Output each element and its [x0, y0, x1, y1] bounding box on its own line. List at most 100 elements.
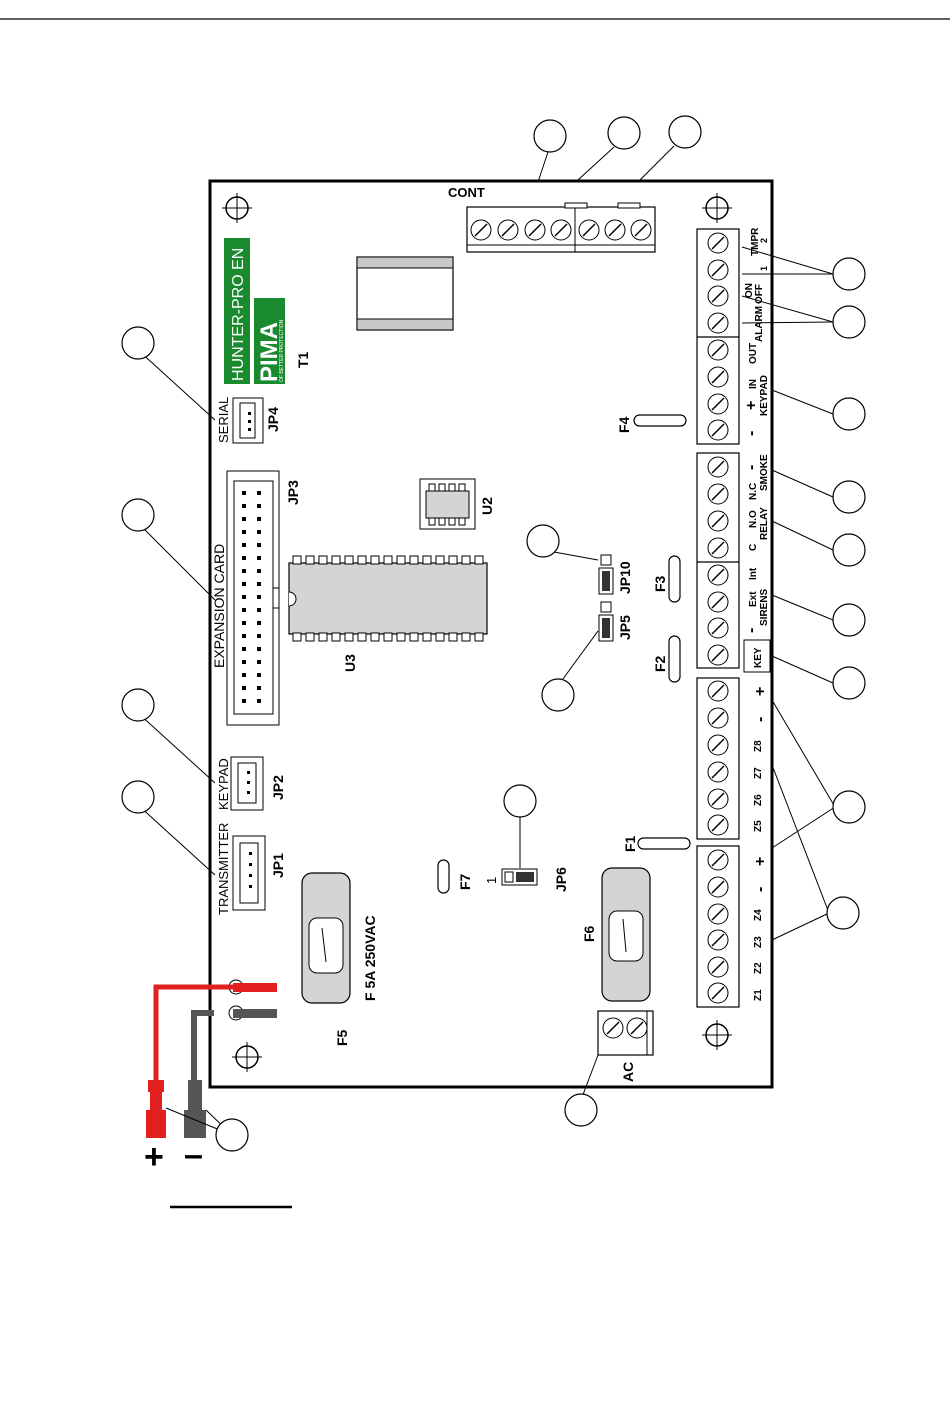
callout-circle [216, 1119, 248, 1151]
jp3-label: JP3 [285, 480, 301, 505]
cont-terminal-block [467, 203, 655, 252]
u2-label: U2 [479, 497, 495, 515]
z5-label: Z5 [753, 820, 764, 832]
z8-label: Z8 [753, 740, 764, 752]
callout-circle [122, 327, 154, 359]
relay-label: RELAY [759, 507, 770, 540]
callout-circle [608, 117, 640, 149]
fuse-f7 [438, 860, 449, 893]
ac-terminal-block [598, 1011, 653, 1055]
f7-label: F7 [457, 873, 473, 890]
f4-label: F4 [616, 416, 632, 433]
jp5-label: JP5 [617, 615, 633, 640]
zone-lower-minus-label: - [752, 887, 769, 892]
keypad-minus-label: - [743, 431, 760, 436]
callout-circle [122, 689, 154, 721]
siren-minus-label: - [743, 628, 760, 633]
c-label: C [748, 544, 759, 551]
jp3-expansion-header [227, 471, 279, 725]
t1-label: T1 [295, 351, 311, 368]
callout-circle [827, 897, 859, 929]
f5-rating-label: F 5A 250VAC [362, 915, 378, 1001]
jp10-jumper [599, 555, 613, 594]
nc-label: N.C [748, 483, 759, 500]
out-label: OUT [748, 343, 759, 364]
jp6-label: JP6 [553, 867, 569, 892]
callout-circle [833, 398, 865, 430]
callout-circle [833, 791, 865, 823]
no-label: N.O [748, 510, 759, 528]
transformer-t1 [357, 257, 453, 330]
tmpr-1-label: 1 [759, 266, 769, 271]
jp1-label: JP1 [270, 853, 286, 878]
callout-circle [565, 1094, 597, 1126]
jp5-jumper [599, 602, 613, 641]
int-label: Int [748, 567, 759, 580]
f1-label: F1 [622, 835, 638, 852]
callout-circle [833, 534, 865, 566]
brand-logo: PIMA OF BETTER PROTECTION [254, 298, 285, 384]
jp4-serial-connector [233, 398, 263, 443]
ext-label: Ext [748, 591, 759, 607]
z6-label: Z6 [753, 794, 764, 806]
f5-label: F5 [334, 1029, 350, 1046]
sirens-label: SIRENS [759, 588, 770, 626]
u3-label: U3 [342, 654, 358, 672]
z3-label: Z3 [753, 936, 764, 948]
callout-circle [122, 781, 154, 813]
f2-label: F2 [652, 655, 668, 672]
keypad-plus-label: + [743, 401, 760, 410]
jp6-jumper [502, 869, 537, 885]
in-label: IN [748, 379, 759, 389]
callout-circle [833, 481, 865, 513]
zone-upper-minus-label: - [752, 717, 769, 722]
jp1-transmitter-connector [233, 836, 265, 910]
key-label: KEY [753, 647, 764, 668]
model-label: HUNTER-PRO EN [230, 248, 247, 381]
fuse-f3 [669, 556, 680, 602]
callout-circle [504, 785, 536, 817]
f3-label: F3 [652, 575, 668, 592]
jp2-keypad-connector [231, 757, 263, 810]
z7-label: Z7 [753, 767, 764, 779]
jp2-label: JP2 [270, 775, 286, 800]
expansion-card-label: EXPANSION CARD [211, 544, 227, 668]
callout-circle [833, 258, 865, 290]
f6-label: F6 [581, 925, 597, 942]
serial-label: SERIAL [216, 397, 231, 443]
battery-plus-label: + [144, 1138, 164, 1176]
fuse-f1 [638, 838, 690, 849]
zone-upper-plus-label: + [752, 687, 769, 696]
smoke-label: SMOKE [759, 454, 770, 491]
u2-chip [420, 479, 475, 529]
jp10-label: JP10 [617, 561, 633, 594]
transmitter-label: TRANSMITTER [216, 823, 231, 915]
fuse-f5-holder [302, 873, 350, 1003]
smoke-minus-label: - [743, 465, 760, 470]
keypad-connector-label: KEYPAD [216, 758, 231, 810]
jp6-pin-label: 1 [484, 877, 499, 884]
callout-circle [833, 306, 865, 338]
callout-circle [122, 499, 154, 531]
callout-circle [833, 604, 865, 636]
cont-label: CONT [448, 185, 485, 200]
callout-circle [527, 525, 559, 557]
keypad-terminal-label: KEYPAD [759, 375, 770, 416]
battery-minus-label: – [184, 1136, 203, 1174]
z4-label: Z4 [753, 909, 764, 921]
callout-circle [542, 679, 574, 711]
fuse-f2 [669, 636, 680, 682]
zone-lower-plus-label: + [752, 857, 769, 866]
fuse-f6-holder [602, 868, 650, 1001]
brand-tagline: OF BETTER PROTECTION [279, 319, 285, 382]
alarm-label: ALARM [754, 306, 765, 342]
z2-label: Z2 [753, 962, 764, 974]
fuse-f4 [634, 415, 686, 426]
u3-chip [289, 556, 487, 641]
ac-label: AC [620, 1062, 636, 1082]
tmpr-2-label: 2 [759, 238, 769, 243]
jp4-label: JP4 [265, 407, 281, 432]
callout-circle [669, 116, 701, 148]
z1-label: Z1 [753, 989, 764, 1001]
